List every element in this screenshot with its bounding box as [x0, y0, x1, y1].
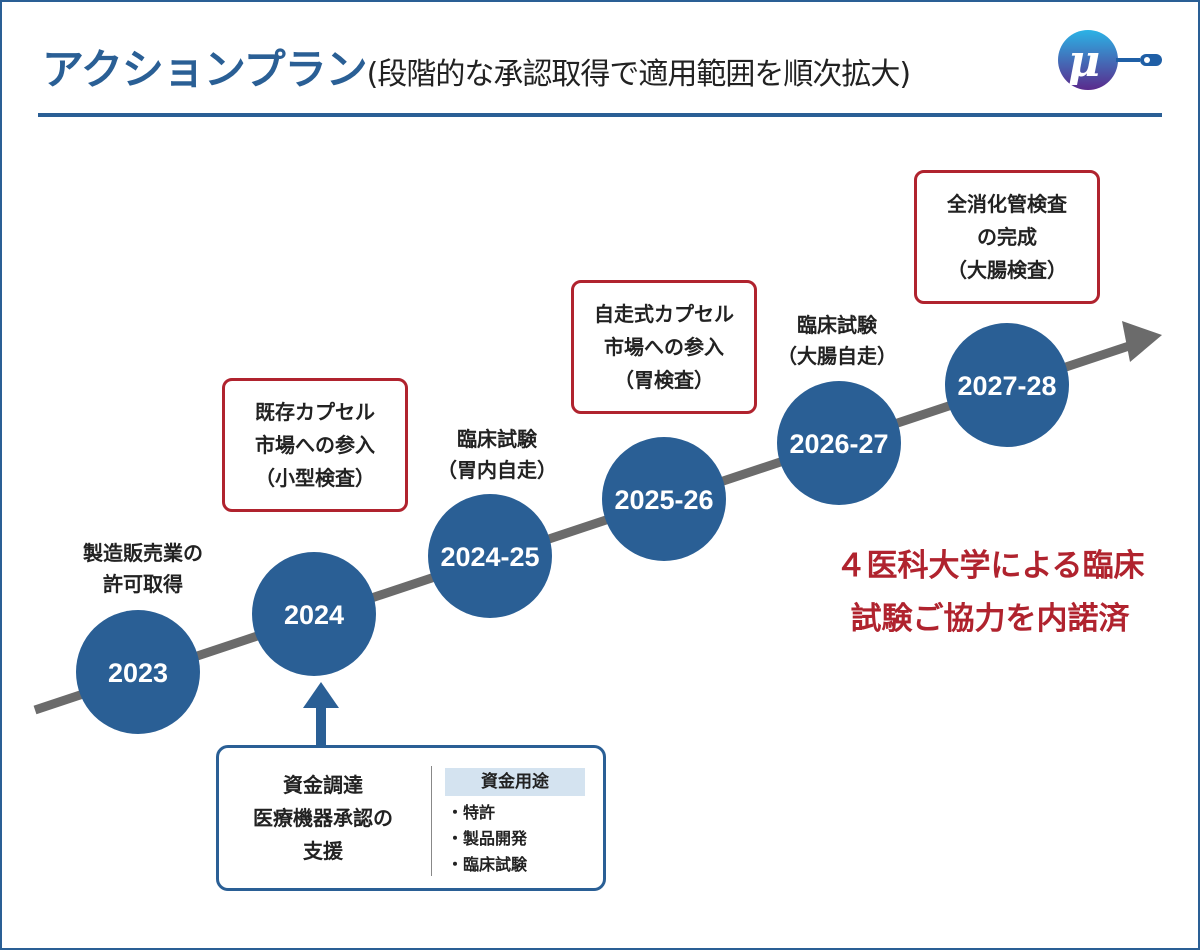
milestone-label-line: （胃検査） [614, 367, 714, 392]
milestone-circle-2024-25 [428, 494, 552, 618]
funding-main-line: 医療機器承認の [253, 805, 393, 830]
funding-main-text: 資金調達 医療機器承認の 支援 [219, 748, 427, 888]
milestone-label-line: 製造販売業の [83, 541, 203, 565]
milestone-label-line: （大腸検査） [947, 257, 1067, 282]
timeline-arrow-head [1122, 321, 1162, 362]
milestone-year-2026-27: 2026-27 [789, 429, 888, 459]
milestone-label-line: の完成 [977, 224, 1037, 249]
milestone-box-2024: 既存カプセル 市場への参入 （小型検査） [222, 378, 408, 512]
milestone-label-line: （大腸自走） [777, 344, 897, 368]
title-underline [38, 113, 1162, 117]
milestone-year-2025-26: 2025-26 [614, 485, 713, 515]
clinical-trial-callout: ４医科大学による臨床 試験ご協力を内諾済 [810, 540, 1170, 646]
milestone-label-line: 自走式カプセル [594, 301, 734, 326]
funding-arrow-shaft [316, 700, 326, 747]
funding-uses-header: 資金用途 [445, 768, 585, 796]
milestone-circle-2027-28 [945, 323, 1069, 447]
page-title: アクションプラン (段階的な承認取得で適用範囲を順次拡大) [42, 36, 911, 96]
milestone-circle-2023 [76, 610, 200, 734]
mu-capsule-logo-icon: μ [1058, 30, 1162, 90]
title-subtitle: (段階的な承認取得で適用範囲を順次拡大) [366, 57, 911, 92]
milestone-label-line: 許可取得 [103, 572, 183, 596]
milestone-label-line: 市場への参入 [255, 432, 375, 457]
funding-divider [431, 766, 432, 876]
funding-main-line: 資金調達 [283, 772, 363, 797]
milestone-year-2027-28: 2027-28 [957, 371, 1056, 401]
funding-use-item: ・製品開発 [447, 829, 528, 848]
funding-main-line: 支援 [303, 838, 343, 863]
milestone-label-2023: 製造販売業の 許可取得 [58, 538, 228, 600]
milestone-box-2027-28: 全消化管検査 の完成 （大腸検査） [914, 170, 1100, 304]
milestone-year-2024-25: 2024-25 [440, 542, 539, 572]
funding-use-item: ・臨床試験 [447, 855, 528, 874]
milestone-circle-2026-27 [777, 381, 901, 505]
milestone-year-2023: 2023 [108, 658, 168, 688]
milestone-label-line: 臨床試験 [457, 427, 537, 451]
milestone-label-2026-27: 臨床試験 （大腸自走） [752, 310, 922, 372]
milestone-label-line: 既存カプセル [255, 399, 375, 424]
funding-box: 資金調達 医療機器承認の 支援 資金用途 ・特許 ・製品開発 ・臨床試験 [216, 745, 606, 891]
milestone-label-2024-25: 臨床試験 （胃内自走） [412, 424, 582, 486]
milestone-label-line: 市場への参入 [604, 334, 724, 359]
funding-use-item: ・特許 [447, 803, 496, 822]
milestone-circles: 2023 2024 2024-25 2025-26 2026-27 2027-28 [76, 323, 1069, 734]
milestone-circle-2025-26 [602, 437, 726, 561]
title-main: アクションプラン [42, 45, 368, 94]
milestone-label-line: （胃内自走） [437, 458, 557, 482]
svg-text:μ: μ [1068, 36, 1100, 87]
funding-uses-list: ・特許 ・製品開発 ・臨床試験 [447, 800, 597, 878]
milestone-circle-2024 [252, 552, 376, 676]
callout-line-1: ４医科大学による臨床 [835, 548, 1145, 584]
milestone-label-line: 臨床試験 [797, 313, 877, 337]
milestone-year-2024: 2024 [284, 600, 344, 630]
callout-line-2: 試験ご協力を内諾済 [850, 601, 1130, 637]
milestone-label-line: 全消化管検査 [947, 191, 1067, 216]
funding-arrow-head [303, 682, 339, 708]
milestone-box-2025-26: 自走式カプセル 市場への参入 （胃検査） [571, 280, 757, 414]
milestone-label-line: （小型検査） [255, 465, 375, 490]
